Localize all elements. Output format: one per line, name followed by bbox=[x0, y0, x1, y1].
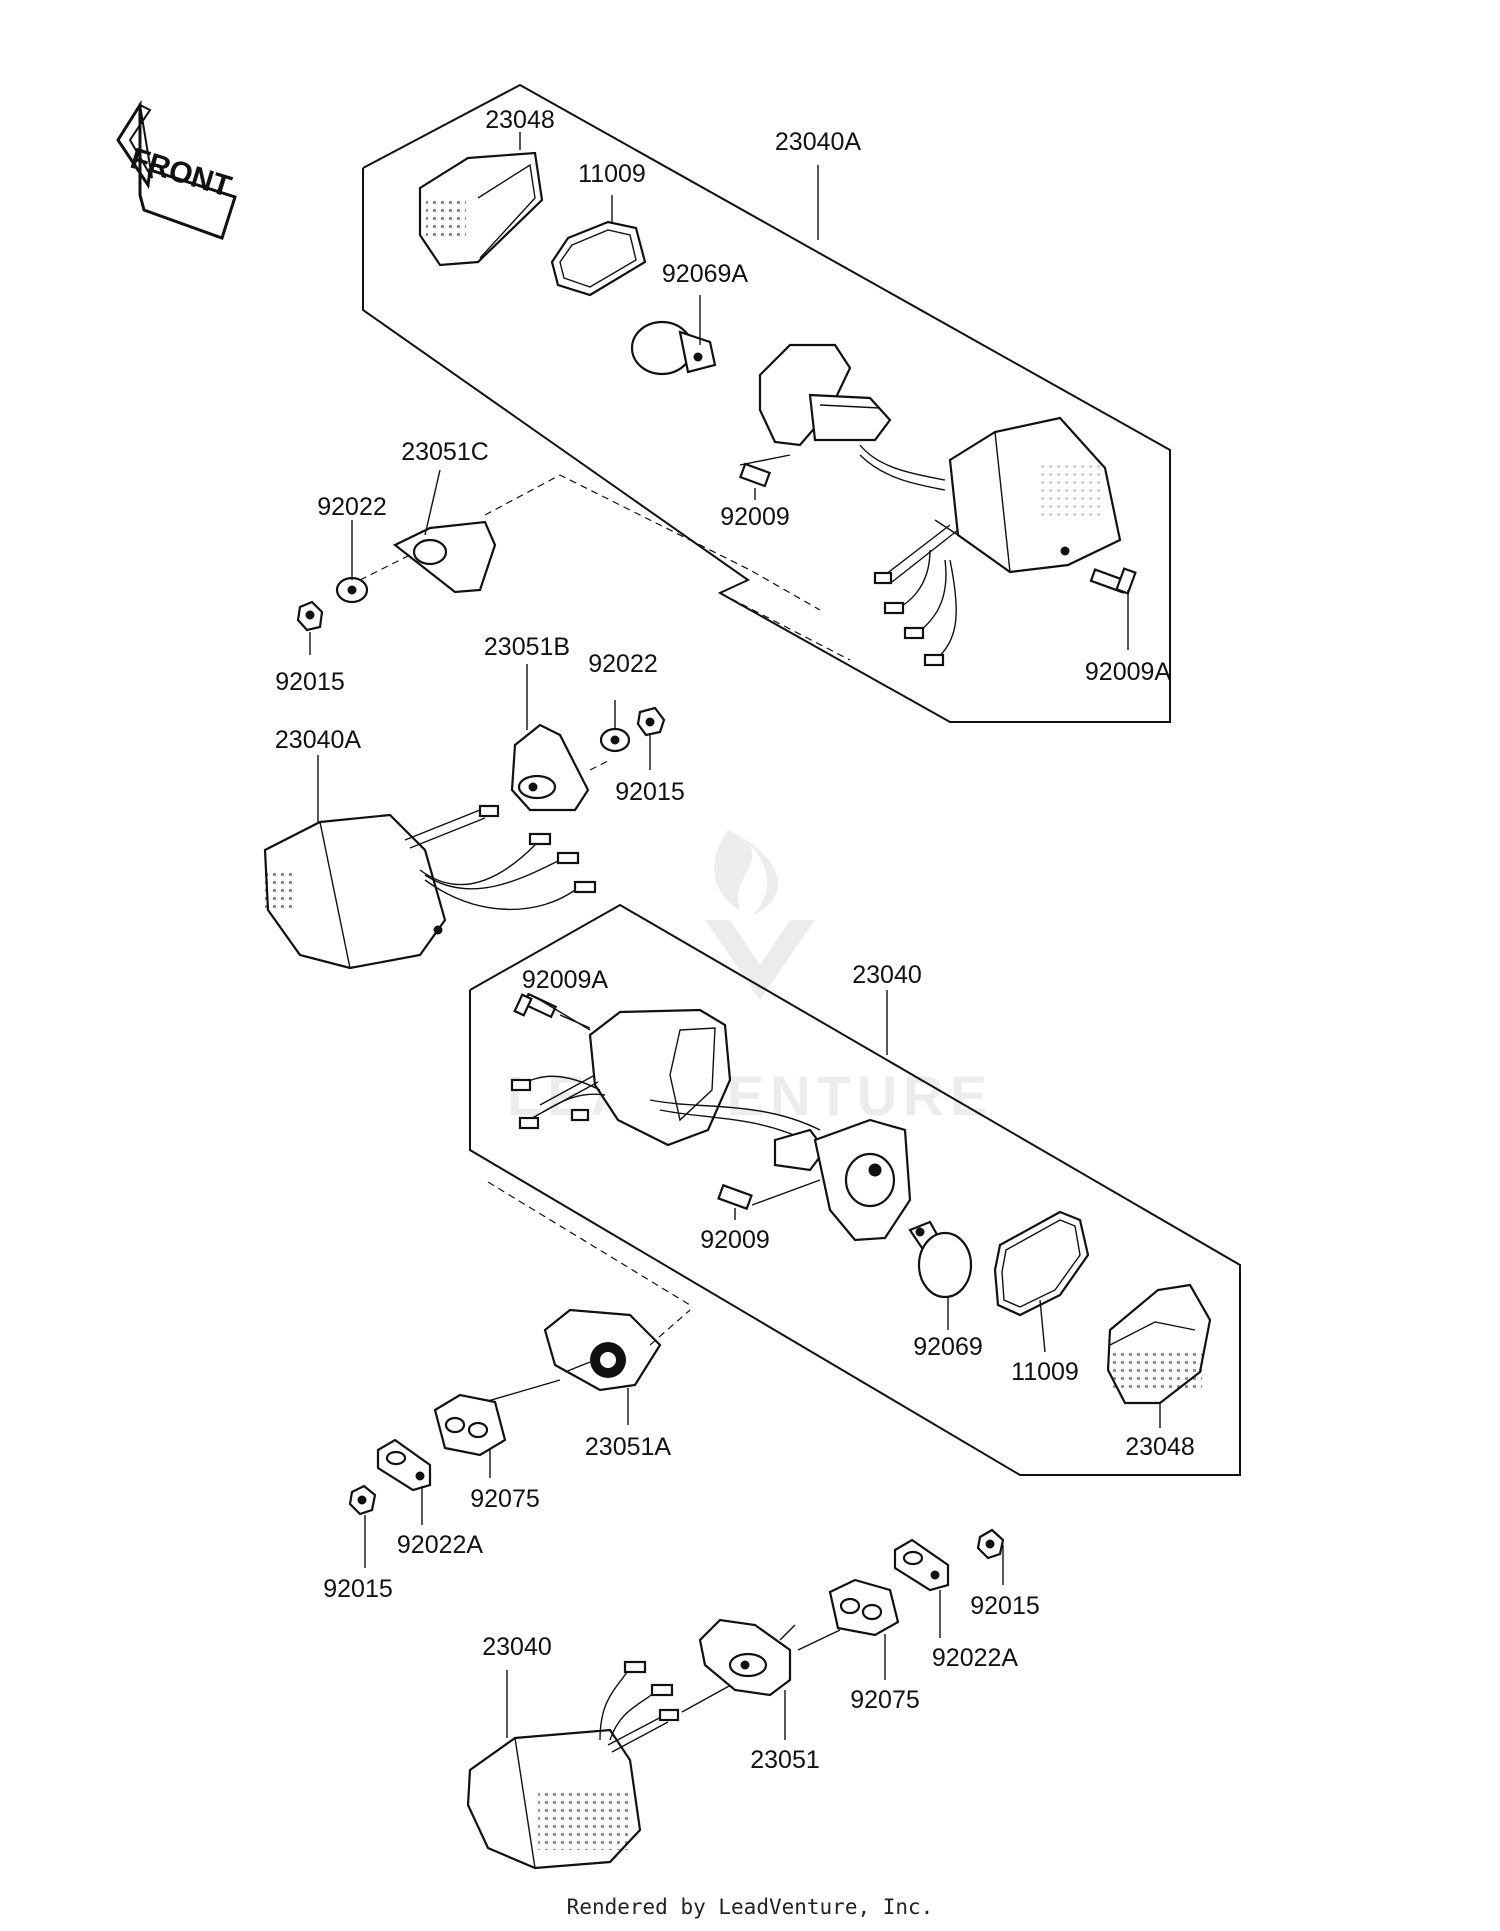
screw-a-upper bbox=[1089, 567, 1137, 595]
footer-credit: Rendered by LeadVenture, Inc. bbox=[566, 1895, 934, 1919]
lamp-housing-left bbox=[263, 804, 597, 970]
lamp-housing-upper bbox=[873, 416, 1122, 667]
front-arrow-icon: FRONT bbox=[116, 99, 237, 240]
gasket-upper bbox=[550, 220, 647, 297]
label-screw-a-upper: 92009A bbox=[1085, 658, 1172, 686]
label-damper-left: 92075 bbox=[470, 1485, 540, 1513]
bracket bbox=[698, 1618, 796, 1697]
washer-a-left bbox=[376, 1438, 432, 1492]
label-bulb-a: 92069A bbox=[662, 260, 749, 288]
label-lamp-assy-lower: 23040 bbox=[852, 961, 922, 989]
label-washer-a-right: 92022A bbox=[932, 1644, 1019, 1672]
label-screw-upper: 92009 bbox=[720, 503, 790, 531]
label-bracket-b: 23051B bbox=[484, 633, 570, 661]
label-lens-upper: 23048 bbox=[485, 106, 555, 134]
lens-lower bbox=[1106, 1283, 1212, 1405]
gasket-lower bbox=[993, 1210, 1090, 1317]
lamp-base-upper bbox=[758, 343, 946, 491]
label-washer-a-left: 92022A bbox=[397, 1531, 484, 1559]
label-bracket-c: 23051C bbox=[401, 438, 489, 466]
label-nut-lower-left: 92015 bbox=[323, 1575, 393, 1603]
label-nut-lower-right: 92015 bbox=[970, 1592, 1040, 1620]
nut-lower-left bbox=[348, 1484, 377, 1516]
label-nut-upper-right: 92015 bbox=[615, 778, 685, 806]
screw-lower bbox=[717, 1179, 821, 1211]
damper-right bbox=[828, 1578, 900, 1637]
nut-upper-left bbox=[296, 600, 324, 632]
label-washer-upper-right: 92022 bbox=[588, 650, 658, 678]
label-nut-upper-left: 92015 bbox=[275, 668, 345, 696]
label-lamp-assy-a-upper: 23040A bbox=[775, 128, 862, 156]
assembly-outline-upper bbox=[362, 83, 1171, 723]
label-lens-lower: 23048 bbox=[1125, 1433, 1195, 1461]
washer-upper-left bbox=[335, 576, 369, 604]
lamp-base-lower bbox=[773, 1118, 912, 1242]
bracket-a bbox=[543, 1308, 662, 1392]
leader-lines bbox=[309, 132, 1161, 1740]
label-bulb: 92069 bbox=[913, 1333, 983, 1361]
washer-upper-right bbox=[599, 727, 631, 753]
label-washer-upper-left: 92022 bbox=[317, 493, 387, 521]
washer-a-right bbox=[893, 1538, 950, 1592]
bracket-b bbox=[510, 723, 590, 812]
lamp-housing-lower bbox=[510, 1008, 821, 1147]
label-damper-right: 92075 bbox=[850, 1686, 920, 1714]
label-lamp-assy-a-left: 23040A bbox=[275, 726, 362, 754]
lamp-housing-bottom bbox=[466, 1660, 680, 1870]
label-bracket: 23051 bbox=[750, 1746, 820, 1774]
label-gasket-upper: 11009 bbox=[578, 160, 646, 188]
bulb-a bbox=[630, 320, 717, 376]
screw-a-lower bbox=[513, 992, 591, 1029]
label-screw-a-lower: 92009A bbox=[522, 966, 609, 994]
label-screw-lower: 92009 bbox=[700, 1226, 770, 1254]
damper-left bbox=[433, 1393, 507, 1457]
label-gasket-lower: 11009 bbox=[1011, 1358, 1079, 1386]
screw-upper bbox=[738, 454, 791, 488]
bracket-c bbox=[392, 520, 497, 594]
label-bracket-a: 23051A bbox=[585, 1433, 672, 1461]
nut-upper-right bbox=[636, 706, 666, 737]
lens-upper bbox=[418, 151, 544, 267]
assembly-outline-lower bbox=[469, 903, 1241, 1476]
nut-lower-right bbox=[976, 1528, 1005, 1560]
label-lamp-assy-bottom: 23040 bbox=[482, 1633, 552, 1661]
bulb bbox=[908, 1220, 973, 1299]
